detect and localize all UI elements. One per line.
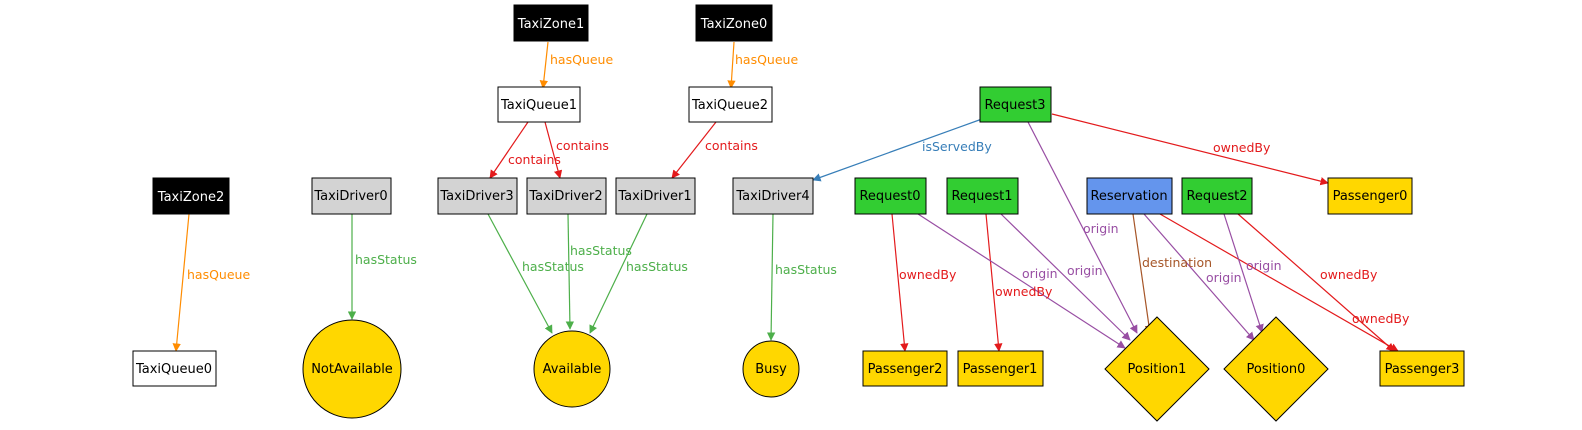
edge-hasstatus-driver1	[589, 213, 648, 334]
node-label: Busy	[755, 362, 787, 377]
edge-hasstatus-driver3	[487, 213, 553, 334]
edge-origin-request1-position1	[1000, 213, 1131, 341]
edge-label-hasqueue: hasQueue	[735, 52, 798, 67]
edge-label-contains: contains	[705, 138, 758, 153]
node-label: Passenger3	[1385, 362, 1460, 377]
node-label: Request3	[984, 98, 1045, 113]
node-label: Reservation	[1090, 189, 1167, 204]
edge-hasstatus-driver4	[766, 213, 776, 341]
edges	[172, 41, 1399, 352]
edge-label-origin: origin	[1246, 258, 1282, 273]
edge-contains-queue2-driver1	[671, 121, 717, 179]
edge-origin-reservation-position0	[1143, 213, 1255, 341]
edge-contains-queue1-driver2	[544, 121, 563, 179]
node-label: Passenger1	[963, 362, 1038, 377]
edge-ownedby-request3-passenger0	[1051, 113, 1329, 186]
node-taxidriver4[interactable]: TaxiDriver4	[732, 177, 814, 215]
node-label: TaxiDriver4	[735, 189, 809, 204]
node-label: Position1	[1128, 362, 1187, 377]
node-request1[interactable]: Request1	[946, 177, 1019, 215]
edge-label-ownedby: ownedBy	[899, 267, 957, 282]
node-passenger0[interactable]: Passenger0	[1327, 177, 1413, 215]
edge-label-hasstatus: hasStatus	[626, 259, 688, 274]
edge-isservedby-request3-driver4	[812, 118, 983, 182]
edge-label-isservedby: isServedBy	[922, 139, 992, 154]
node-label: Position0	[1247, 362, 1306, 377]
edge-label-hasstatus: hasStatus	[570, 243, 632, 258]
edge-hasqueue-zone0-queue2	[727, 41, 736, 89]
edge-label-origin: origin	[1022, 266, 1058, 281]
node-request3[interactable]: Request3	[979, 86, 1052, 123]
node-label: Passenger2	[868, 362, 943, 377]
edge-label-origin: origin	[1083, 221, 1119, 236]
edge-label-hasstatus: hasStatus	[522, 259, 584, 274]
edge-label-contains: contains	[556, 138, 609, 153]
node-label: TaxiQueue1	[500, 98, 577, 113]
node-passenger3[interactable]: Passenger3	[1379, 350, 1465, 387]
node-notavailable[interactable]: NotAvailable	[302, 319, 402, 419]
edge-ownedby-reservation-passenger3	[1159, 213, 1399, 352]
node-taxidriver3[interactable]: TaxiDriver3	[437, 177, 518, 215]
edge-ownedby-request1-passenger1	[985, 213, 1003, 352]
edge-label-hasqueue: hasQueue	[550, 52, 613, 67]
edge-labels: hasQueue hasQueue hasQueue contains cont…	[187, 52, 1410, 326]
node-taxiqueue0[interactable]: TaxiQueue0	[132, 350, 217, 387]
node-request2[interactable]: Request2	[1181, 177, 1253, 215]
node-taxidriver1[interactable]: TaxiDriver1	[615, 177, 696, 215]
node-label: TaxiDriver2	[528, 189, 602, 204]
node-available[interactable]: Available	[533, 330, 611, 408]
node-taxizone2[interactable]: TaxiZone2	[152, 177, 230, 215]
edge-label-hasstatus: hasStatus	[775, 262, 837, 277]
edge-label-contains: contains	[508, 152, 561, 167]
edge-hasstatus-driver2	[565, 213, 575, 330]
node-busy[interactable]: Busy	[742, 340, 800, 398]
node-label: Available	[543, 362, 602, 377]
node-taxidriver2[interactable]: TaxiDriver2	[526, 177, 607, 215]
node-label: TaxiQueue0	[135, 362, 212, 377]
edge-origin-request0-position1	[917, 213, 1126, 349]
edge-hasqueue-zone2-queue0	[172, 213, 190, 352]
edge-hasqueue-zone1-queue1	[539, 41, 549, 89]
edge-label-ownedby: ownedBy	[1213, 140, 1271, 155]
edge-destination-reservation-position1	[1132, 213, 1154, 334]
edge-label-destination: destination	[1142, 255, 1212, 270]
node-label: Request0	[859, 189, 920, 204]
edge-label-origin: origin	[1067, 263, 1103, 278]
edge-label-ownedby: ownedBy	[1352, 311, 1410, 326]
node-position0[interactable]: Position0	[1223, 316, 1329, 422]
node-taxizone1[interactable]: TaxiZone1	[513, 4, 589, 42]
node-label: TaxiZone0	[700, 17, 767, 32]
node-label: TaxiZone1	[517, 17, 584, 32]
edge-label-ownedby: ownedBy	[995, 284, 1053, 299]
node-label: Passenger0	[1333, 189, 1408, 204]
edge-ownedby-request2-passenger3	[1237, 213, 1395, 352]
edge-label-origin: origin	[1206, 270, 1242, 285]
node-passenger2[interactable]: Passenger2	[862, 350, 948, 387]
edge-label-ownedby: ownedBy	[1320, 267, 1378, 282]
node-position1[interactable]: Position1	[1104, 316, 1210, 422]
edge-label-hasqueue: hasQueue	[187, 267, 250, 282]
node-label: TaxiQueue2	[691, 98, 768, 113]
edge-origin-request3-position1	[1027, 121, 1138, 334]
node-taxiqueue2[interactable]: TaxiQueue2	[688, 86, 773, 123]
edge-label-hasstatus: hasStatus	[355, 252, 417, 267]
node-passenger1[interactable]: Passenger1	[957, 350, 1044, 387]
edge-origin-request2-position0	[1223, 213, 1264, 333]
node-label: TaxiDriver1	[617, 189, 691, 204]
node-label: Request2	[1186, 189, 1247, 204]
node-request0[interactable]: Request0	[854, 177, 927, 215]
node-label: TaxiDriver3	[439, 189, 513, 204]
node-label: TaxiDriver0	[313, 189, 387, 204]
node-taxiqueue1[interactable]: TaxiQueue1	[497, 86, 581, 123]
node-taxidriver0[interactable]: TaxiDriver0	[311, 177, 392, 215]
node-reservation[interactable]: Reservation	[1086, 177, 1173, 215]
node-label: TaxiZone2	[157, 190, 224, 205]
node-label: Request1	[951, 189, 1012, 204]
node-label: NotAvailable	[311, 362, 393, 377]
edge-contains-queue1-driver3	[489, 121, 529, 179]
edge-ownedby-request0-passenger2	[891, 213, 909, 352]
nodes: TaxiZone1 TaxiZone0 TaxiZone2 TaxiQueue1…	[132, 4, 1465, 422]
node-taxizone0[interactable]: TaxiZone0	[695, 4, 773, 42]
